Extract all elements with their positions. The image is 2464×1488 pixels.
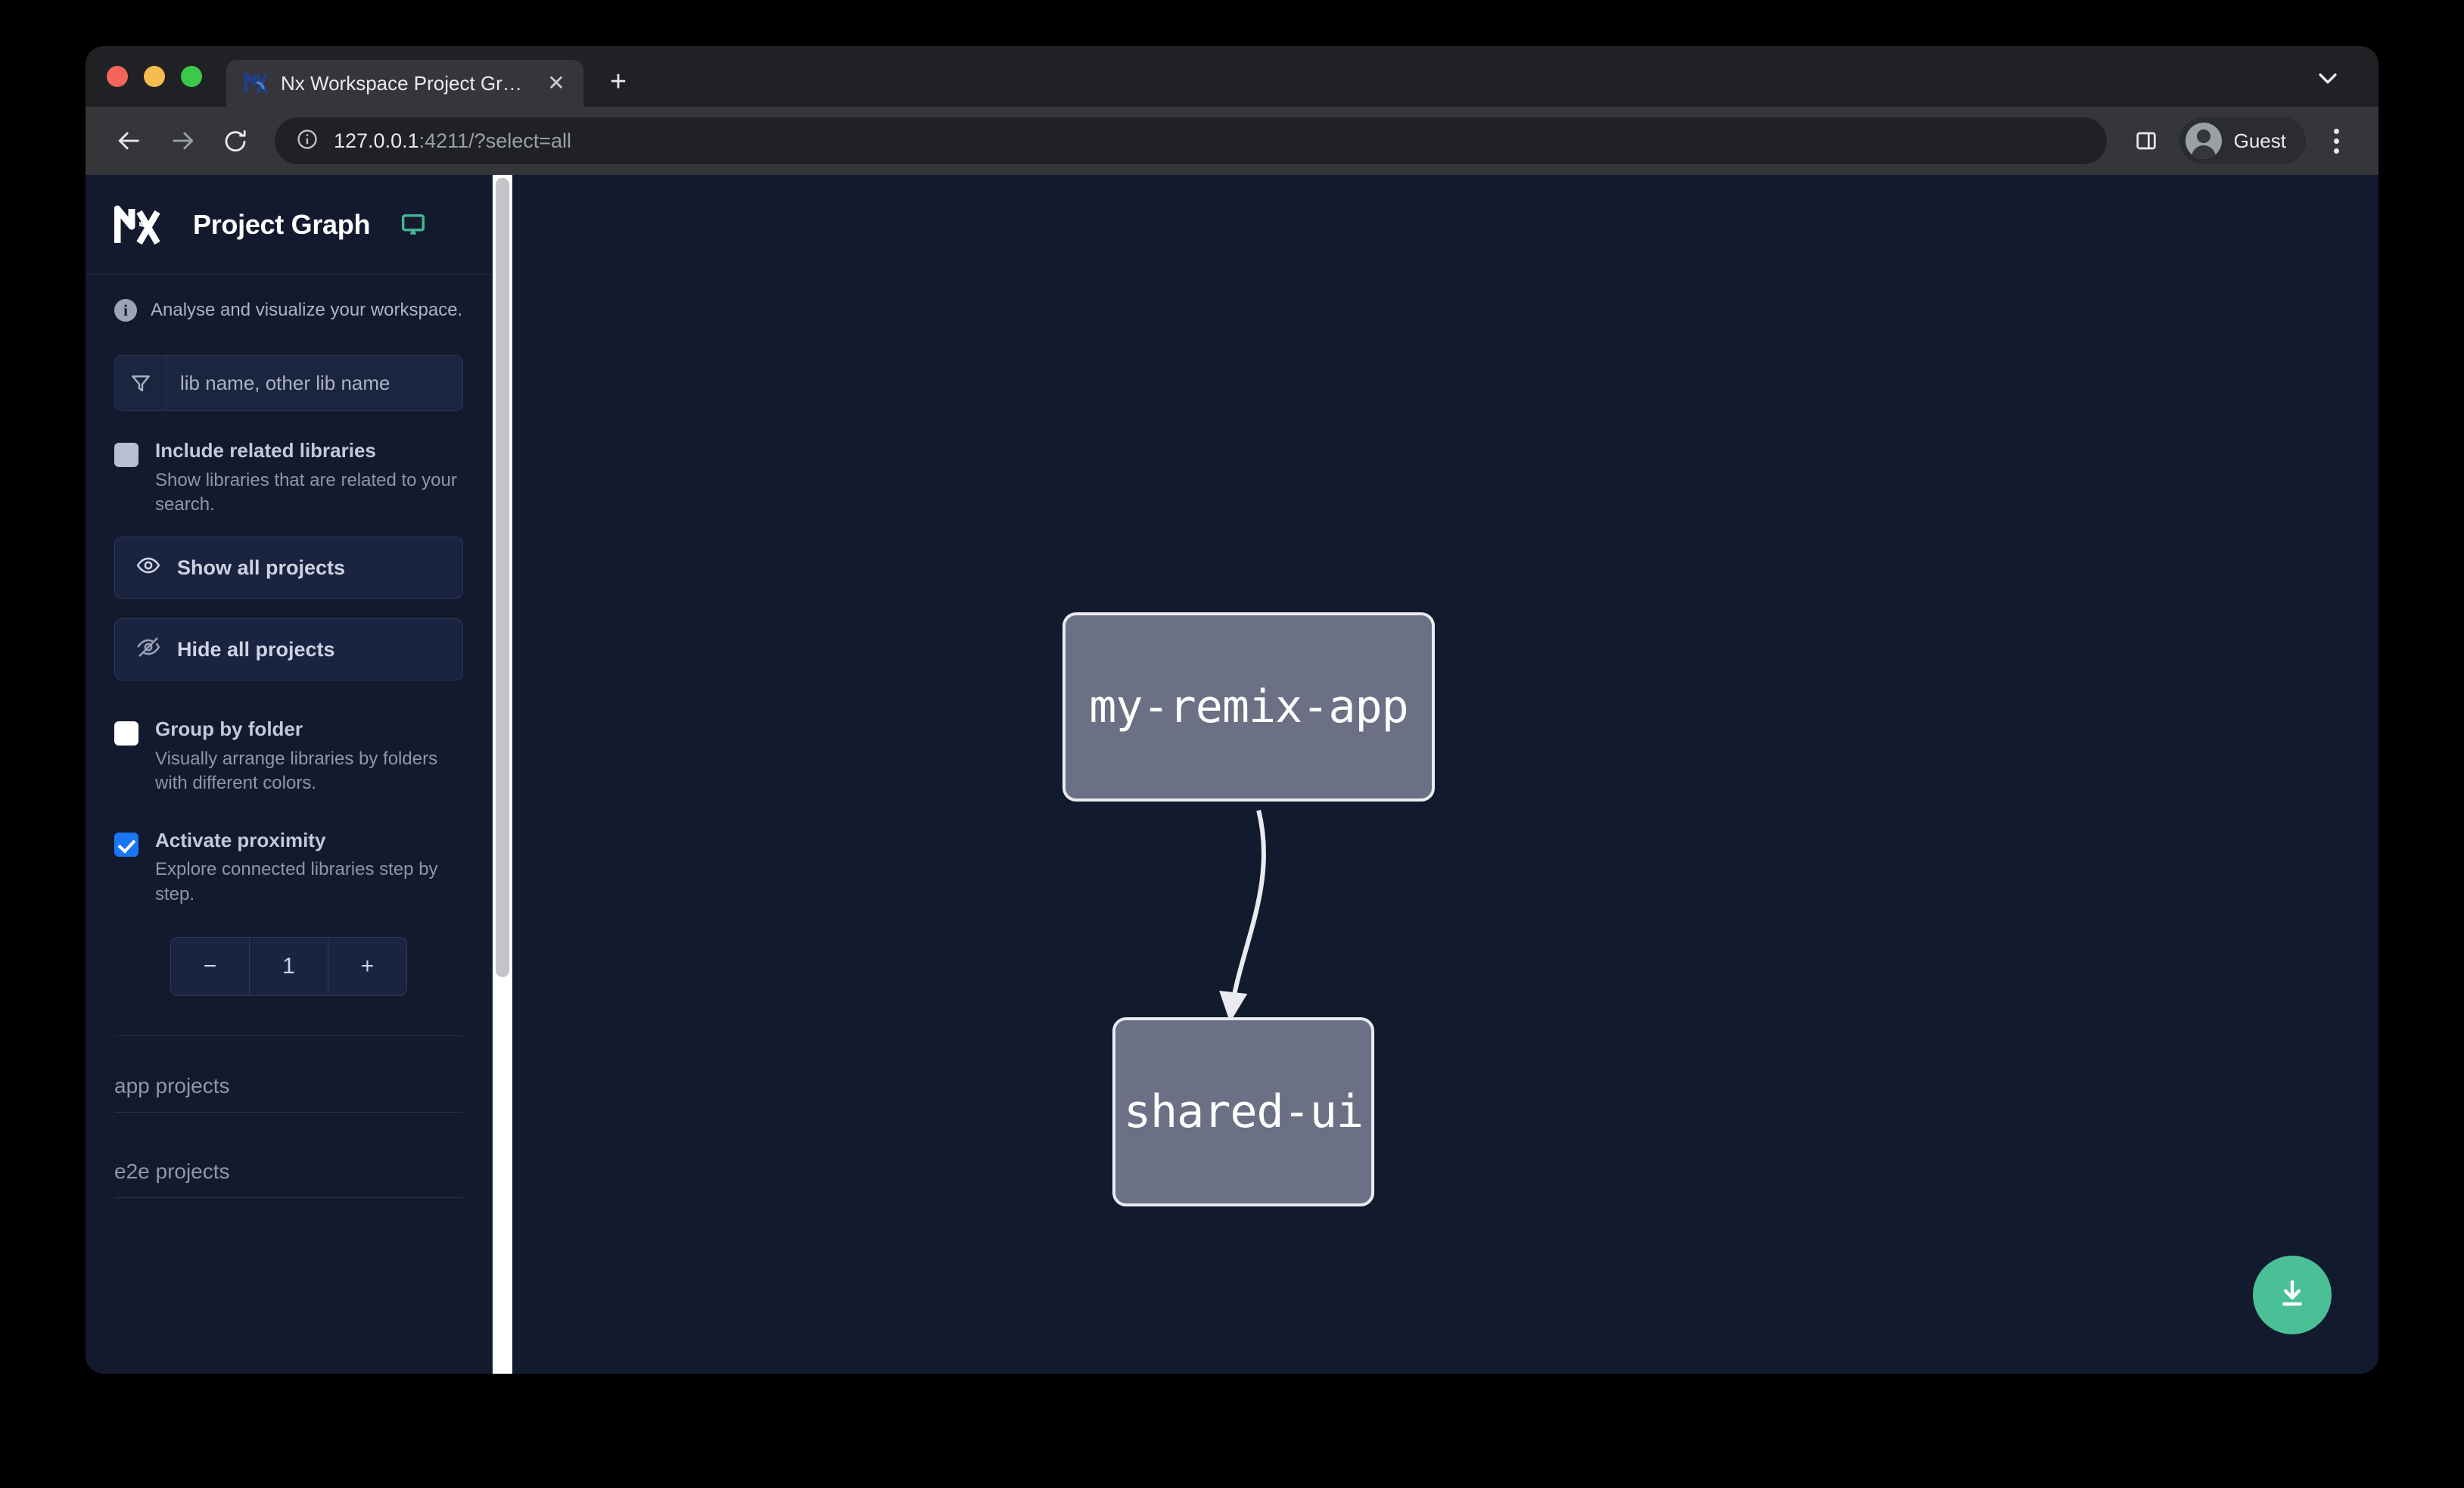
maximize-window-button[interactable] (181, 66, 202, 87)
close-tab-button[interactable]: ✕ (547, 71, 565, 95)
monitor-icon[interactable] (400, 212, 426, 238)
reload-icon[interactable] (211, 117, 260, 165)
sidebar-controls: Include related libraries Show libraries… (86, 338, 492, 1037)
forward-arrow-icon[interactable] (158, 117, 207, 165)
back-arrow-icon[interactable] (105, 117, 154, 165)
e2e-projects-heading: e2e projects (114, 1160, 463, 1199)
chevron-down-icon[interactable] (2307, 61, 2348, 95)
minimize-window-button[interactable] (144, 66, 165, 87)
node-label: shared-ui (1123, 1085, 1364, 1138)
project-graph-canvas[interactable]: my-remix-app shared-ui (512, 175, 2378, 1374)
option-label: Include related libraries (155, 439, 376, 462)
button-label: Show all projects (177, 556, 346, 579)
sidebar-divider (114, 1035, 463, 1037)
option-include-related-libraries[interactable]: Include related libraries Show libraries… (114, 440, 463, 517)
option-description: Show libraries that are related to your … (155, 469, 457, 515)
app-projects-section[interactable]: app projects (86, 1074, 492, 1113)
checkbox-activate-proximity[interactable] (114, 832, 138, 857)
button-label: Hide all projects (177, 637, 335, 661)
page-title: Project Graph (193, 208, 371, 240)
browser-toolbar: 127.0.0.1:4211/?select=all Guest (86, 107, 2378, 175)
graph-edges (1219, 809, 1266, 1023)
sidebar-info-row: i Analyse and visualize your workspace. (86, 275, 492, 338)
app-projects-heading: app projects (114, 1074, 463, 1113)
scrollbar-thumb[interactable] (496, 178, 509, 977)
filter-search-box[interactable] (114, 355, 463, 411)
download-icon (2275, 1276, 2310, 1315)
sidebar-scrollbar[interactable] (493, 175, 512, 1374)
node-label: my-remix-app (1089, 680, 1408, 733)
nx-favicon-icon (244, 72, 269, 95)
kebab-menu-icon[interactable] (2316, 118, 2356, 163)
browser-window: Nx Workspace Project Graph ✕ + (86, 46, 2378, 1374)
option-activate-proximity[interactable]: Activate proximity Explore connected lib… (114, 830, 463, 907)
profile-name: Guest (2233, 129, 2286, 152)
info-icon: i (114, 299, 137, 322)
side-panel-icon[interactable] (2125, 120, 2167, 162)
address-bar[interactable]: 127.0.0.1:4211/?select=all (275, 117, 2107, 164)
eye-icon (136, 553, 160, 583)
e2e-projects-section[interactable]: e2e projects (86, 1160, 492, 1199)
hide-all-projects-button[interactable]: Hide all projects (114, 618, 463, 681)
graph-node-my-remix-app[interactable]: my-remix-app (1062, 612, 1435, 802)
new-tab-button[interactable]: + (609, 66, 627, 98)
stepper-value: 1 (249, 938, 328, 996)
url-host: 127.0.0.1 (334, 129, 419, 152)
sidebar-header: Project Graph (86, 175, 492, 275)
checkbox-group-by-folder[interactable] (114, 721, 138, 746)
search-input[interactable] (166, 356, 462, 410)
option-description: Explore connected libraries step by step… (155, 859, 438, 904)
url-path: :4211/?select=all (418, 129, 572, 152)
avatar (2185, 123, 2222, 159)
show-all-projects-button[interactable]: Show all projects (114, 537, 463, 599)
download-graph-button[interactable] (2253, 1256, 2332, 1334)
proximity-stepper: − 1 + (170, 937, 407, 997)
option-label: Activate proximity (155, 828, 326, 851)
option-label: Group by folder (155, 718, 303, 741)
nx-logo-icon (114, 205, 170, 244)
close-window-button[interactable] (107, 66, 128, 87)
browser-tab[interactable]: Nx Workspace Project Graph ✕ (226, 60, 583, 107)
graph-node-shared-ui[interactable]: shared-ui (1112, 1017, 1374, 1206)
checkbox-include-related-libraries[interactable] (114, 443, 138, 467)
window-controls (107, 66, 202, 107)
eye-off-icon (136, 635, 160, 665)
address-bar-url: 127.0.0.1:4211/?select=all (334, 129, 571, 153)
site-info-icon[interactable] (296, 128, 319, 154)
tab-strip: Nx Workspace Project Graph ✕ + (86, 46, 2378, 107)
page-content: Project Graph i Analyse and visualize yo… (86, 175, 2378, 1374)
profile-button[interactable]: Guest (2179, 117, 2306, 164)
sidebar: Project Graph i Analyse and visualize yo… (86, 175, 493, 1374)
funnel-filter-icon[interactable] (115, 356, 166, 410)
option-group-by-folder[interactable]: Group by folder Visually arrange librari… (114, 718, 463, 795)
stepper-increment-button[interactable]: + (328, 938, 406, 996)
edge-my-remix-app-to-shared-ui (1219, 809, 1266, 1023)
tab-title: Nx Workspace Project Graph (281, 71, 530, 95)
stepper-decrement-button[interactable]: − (203, 954, 217, 979)
sidebar-info-text: Analyse and visualize your workspace. (151, 300, 463, 320)
option-description: Visually arrange libraries by folders wi… (155, 748, 438, 794)
